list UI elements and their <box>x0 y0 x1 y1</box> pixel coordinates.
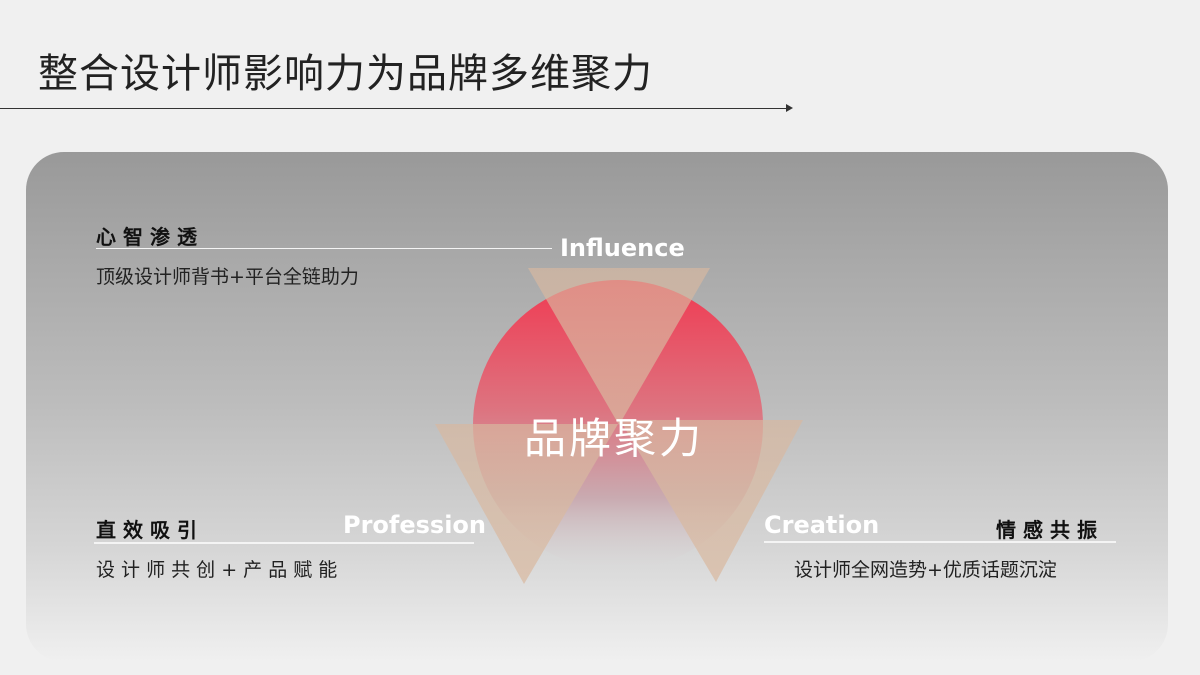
influence-rule <box>96 248 552 249</box>
center-label: 品牌聚力 <box>524 414 705 463</box>
profession-title-cn: 直效吸引 <box>96 518 204 542</box>
profession-triangle <box>435 424 618 584</box>
profession-description: 设 计 师 共 创 + 产 品 赋 能 <box>96 559 338 581</box>
creation-title-en: Creation <box>764 511 880 539</box>
creation-triangle <box>620 420 803 582</box>
creation-rule <box>764 541 1116 543</box>
influence-triangle <box>528 268 710 425</box>
creation-description: 设计师全网造势+优质话题沉淀 <box>794 559 1057 581</box>
influence-description: 顶级设计师背书+平台全链助力 <box>96 266 359 288</box>
profession-title-en: Profession <box>343 511 487 539</box>
influence-title-en: Influence <box>560 234 685 262</box>
creation-title-cn: 情感共振 <box>996 518 1104 542</box>
profession-rule <box>94 542 474 544</box>
page-title: 整合设计师影响力为品牌多维聚力 <box>38 51 653 97</box>
arrow-right-icon <box>786 104 793 112</box>
title-underline <box>0 108 787 109</box>
influence-title-cn: 心智渗透 <box>96 225 204 249</box>
